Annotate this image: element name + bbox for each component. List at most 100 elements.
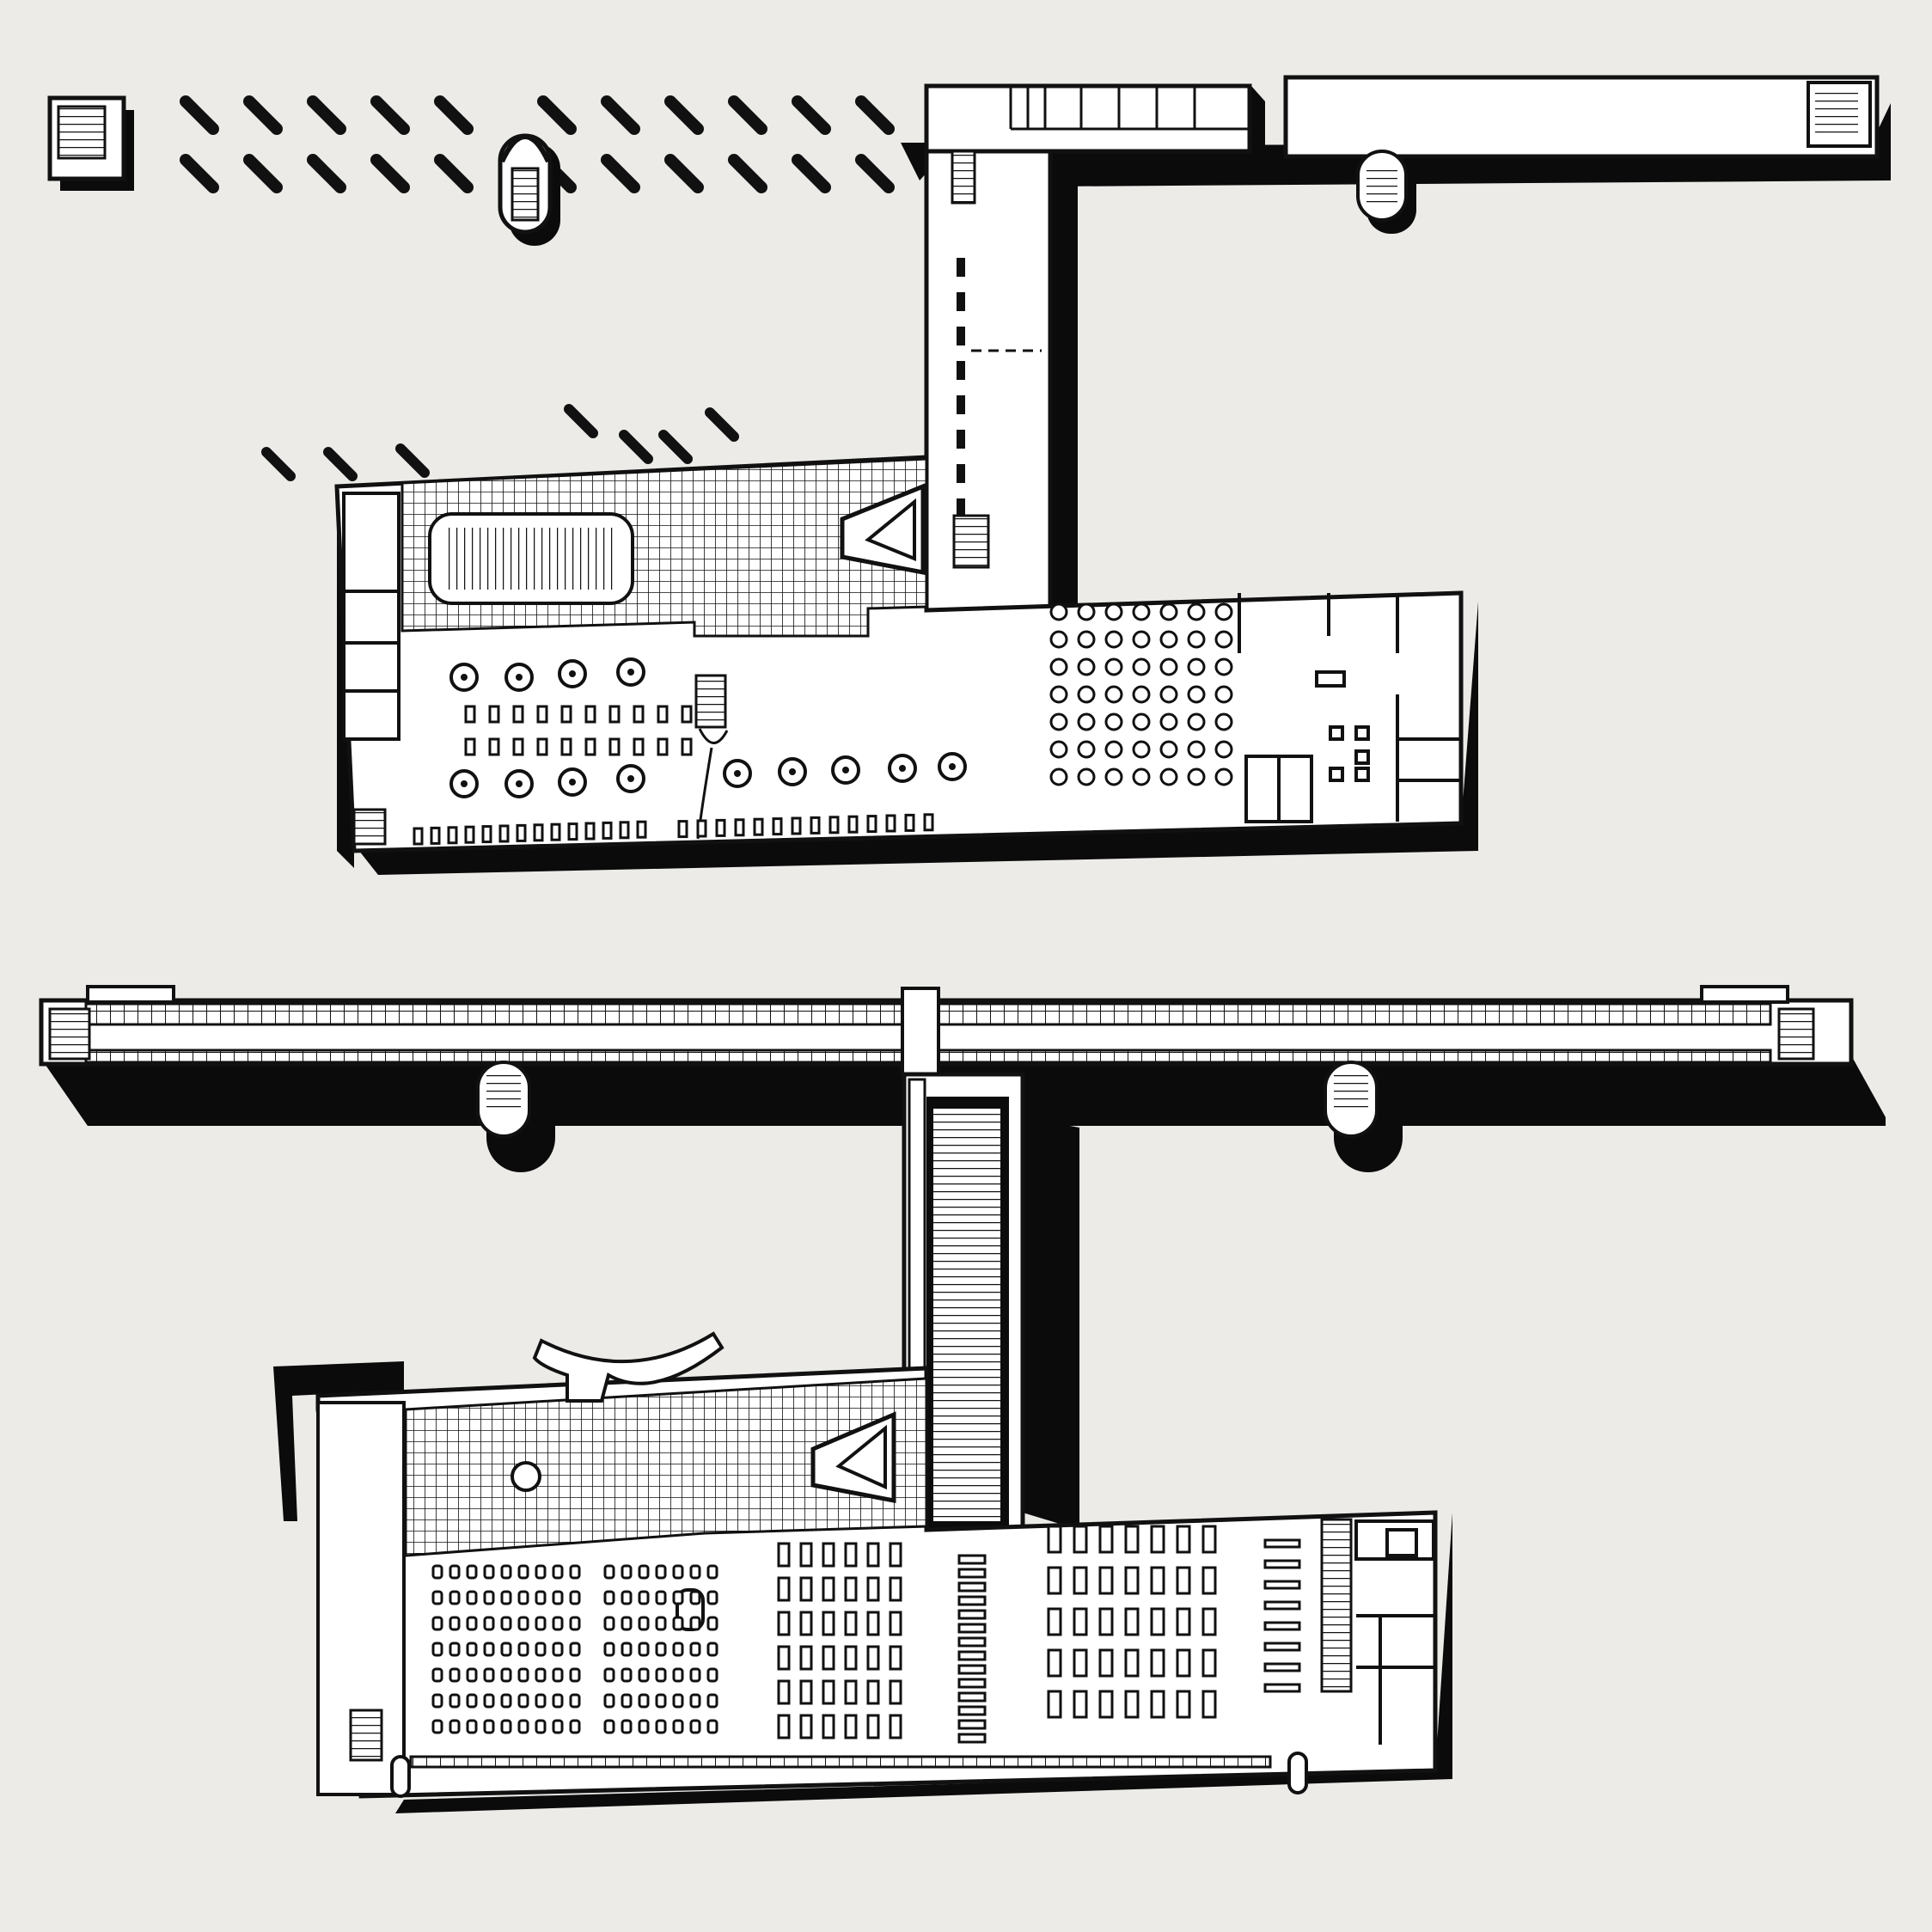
seat-icon	[431, 1719, 443, 1734]
seat-icon	[449, 1590, 461, 1605]
seat-icon	[517, 1693, 529, 1709]
seat-icon	[1187, 630, 1206, 649]
seat-icon	[655, 1667, 667, 1683]
seat-icon	[638, 1719, 650, 1734]
seat-icon	[799, 1542, 813, 1568]
seat-icon	[1187, 767, 1206, 786]
seat-icon	[1077, 685, 1096, 704]
seat-icon	[1073, 1607, 1088, 1636]
seat-icon	[1049, 630, 1068, 649]
chair-icon	[633, 737, 645, 756]
chair-icon	[550, 822, 561, 841]
seat-icon	[1077, 630, 1096, 649]
seat-icon	[799, 1645, 813, 1671]
seat-icon	[777, 1679, 791, 1705]
car-icon	[658, 430, 693, 464]
chair-icon	[447, 826, 458, 845]
seat-icon	[689, 1642, 701, 1657]
seat-icon	[535, 1642, 547, 1657]
seat-icon	[1263, 1559, 1301, 1569]
seat-icon	[1104, 685, 1123, 704]
seat-icon	[621, 1616, 633, 1631]
seat-icon	[1176, 1566, 1191, 1595]
seat-icon	[1049, 712, 1068, 731]
chair-icon	[608, 737, 621, 756]
seat-icon	[1049, 740, 1068, 759]
car-icon	[434, 154, 474, 193]
car-icon	[792, 95, 831, 135]
chair-icon	[636, 820, 647, 839]
chair-icon	[560, 737, 572, 756]
seat-icon	[483, 1564, 495, 1580]
seat-icon	[1077, 657, 1096, 676]
seat-icon	[1187, 685, 1206, 704]
car-icon	[307, 154, 346, 193]
seat-icon	[500, 1590, 512, 1605]
car-icon	[619, 430, 653, 464]
seat-icon	[1187, 657, 1206, 676]
seat-icon	[1049, 685, 1068, 704]
car-icon	[434, 95, 474, 135]
seat-icon	[1047, 1648, 1062, 1678]
seat-icon	[822, 1542, 835, 1568]
seat-icon	[449, 1642, 461, 1657]
seat-icon	[638, 1616, 650, 1631]
chair-icon	[413, 827, 424, 846]
seat-icon	[1214, 740, 1233, 759]
seat-icon	[866, 1576, 880, 1602]
seat-icon	[569, 1719, 581, 1734]
chair-icon	[810, 816, 821, 835]
seat-icon	[1047, 1566, 1062, 1595]
seat-icon	[1077, 740, 1096, 759]
seat-icon	[1159, 630, 1178, 649]
seat-icon	[466, 1642, 478, 1657]
seat-icon	[957, 1623, 987, 1634]
seat-icon	[822, 1611, 835, 1636]
seat-icon	[603, 1667, 615, 1683]
seat-icon	[1150, 1525, 1165, 1554]
seat-icon	[1098, 1607, 1114, 1636]
seat-icon	[517, 1719, 529, 1734]
seat-icon	[706, 1564, 718, 1580]
seat-icon	[1176, 1607, 1191, 1636]
car-icon	[261, 447, 296, 481]
seat-icon	[621, 1642, 633, 1657]
seat-icon	[799, 1611, 813, 1636]
seat-icon	[1104, 657, 1123, 676]
seat-icon	[500, 1642, 512, 1657]
car-icon	[601, 95, 640, 135]
seat-icon	[1263, 1662, 1301, 1672]
seat-icon	[1124, 1566, 1140, 1595]
seat-icon	[1104, 602, 1123, 621]
upper-seating	[413, 602, 1233, 846]
parked-cars	[180, 95, 895, 481]
car-icon	[395, 443, 430, 478]
car-icon	[243, 95, 283, 135]
seat-icon	[689, 1719, 701, 1734]
seat-icon	[777, 1576, 791, 1602]
chair-icon	[602, 821, 613, 840]
boat	[498, 133, 560, 246]
seat-icon	[957, 1568, 987, 1579]
chair-icon	[533, 823, 544, 842]
chair-icon	[715, 818, 726, 837]
chair-icon	[681, 705, 693, 724]
seat-icon	[1077, 767, 1096, 786]
seat-icon	[777, 1645, 791, 1671]
seat-icon	[638, 1642, 650, 1657]
seat-icon	[866, 1611, 880, 1636]
seat-icon	[957, 1719, 987, 1730]
seat-icon	[1263, 1683, 1301, 1693]
seat-icon	[569, 1590, 581, 1605]
seat-icon	[1132, 712, 1151, 731]
lower-seating	[431, 1525, 1301, 1744]
seat-icon	[1132, 657, 1151, 676]
seat-icon	[552, 1693, 564, 1709]
seat-icon	[431, 1564, 443, 1580]
seat-icon	[1263, 1600, 1301, 1611]
stair-tower-small	[47, 95, 134, 191]
seat-icon	[1214, 657, 1233, 676]
seat-icon	[957, 1733, 987, 1744]
seat-icon	[1201, 1566, 1217, 1595]
seat-icon	[706, 1642, 718, 1657]
